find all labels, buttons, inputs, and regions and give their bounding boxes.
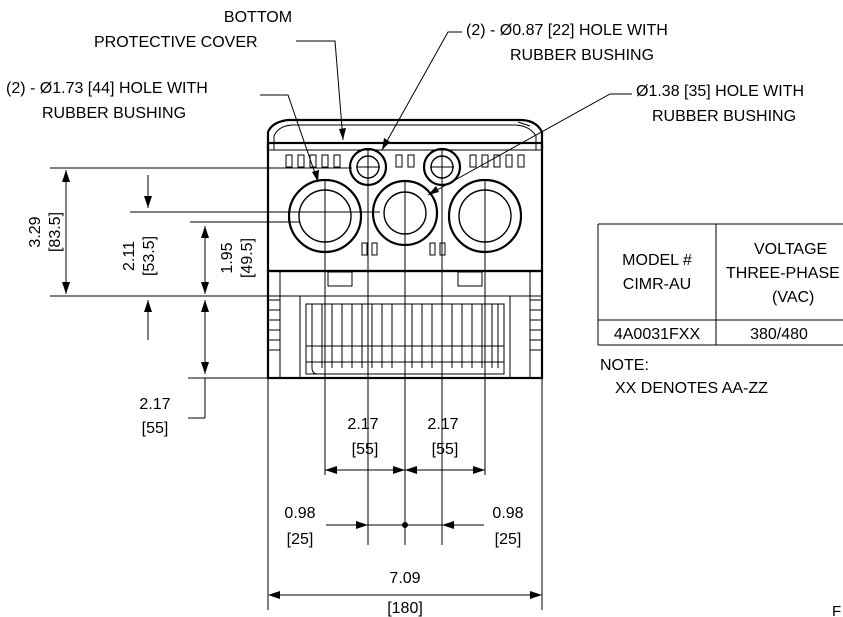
dim-217a-in: 2.17 bbox=[347, 416, 378, 433]
vent-slots bbox=[285, 154, 525, 256]
callout-hole35-line2: RUBBER BUSHING bbox=[652, 108, 796, 125]
table-header-voltage-line2: THREE-PHASE bbox=[726, 265, 840, 282]
dim-709-in: 7.09 bbox=[389, 570, 420, 587]
dimension-labels: 3.29 [83.5] 2.11 [53.5] 1.95 [49.5] 2.17… bbox=[27, 212, 524, 617]
dim-709-mm: [180] bbox=[387, 600, 423, 617]
dim-217-vert-in: 2.17 bbox=[139, 396, 170, 413]
callouts: BOTTOM PROTECTIVE COVER (2) - Ø0.87 [22]… bbox=[6, 9, 804, 125]
note: NOTE: XX DENOTES AA-ZZ bbox=[600, 357, 768, 397]
leader-lines bbox=[260, 31, 632, 196]
dim-217a-mm: [55] bbox=[352, 441, 379, 458]
left-dimension-lines bbox=[50, 167, 380, 419]
note-text: XX DENOTES AA-ZZ bbox=[615, 380, 768, 397]
bottom-dimension-lines bbox=[267, 378, 543, 610]
model-table: MODEL # CIMR-AU VOLTAGE THREE-PHASE (VAC… bbox=[597, 223, 843, 346]
dim-211-mm: [53.5] bbox=[141, 236, 158, 276]
callout-hole35-line1: Ø1.38 [35] HOLE WITH bbox=[636, 83, 804, 100]
callout-hole22-line2: RUBBER BUSHING bbox=[510, 47, 654, 64]
dim-195-mm: [49.5] bbox=[239, 238, 256, 278]
dim-098a-mm: [25] bbox=[287, 531, 314, 548]
callout-hole22-line1: (2) - Ø0.87 [22] HOLE WITH bbox=[466, 22, 668, 39]
dim-098b-mm: [25] bbox=[495, 531, 522, 548]
corner-fragment: F bbox=[832, 603, 841, 617]
table-header-model-line2: CIMR-AU bbox=[623, 276, 691, 293]
dim-329-mm: [83.5] bbox=[47, 212, 64, 252]
table-header-voltage-line3: (VAC) bbox=[772, 289, 814, 306]
table-row-model: 4A0031FXX bbox=[614, 326, 701, 343]
callout-hole44-line1: (2) - Ø1.73 [44] HOLE WITH bbox=[6, 80, 208, 97]
table-row-voltage: 380/480 bbox=[750, 326, 808, 343]
bottom-arrowheads bbox=[268, 466, 542, 599]
dim-211-in: 2.11 bbox=[121, 241, 138, 271]
dim-098a-in: 0.98 bbox=[284, 505, 315, 522]
dim-329-in: 3.29 bbox=[27, 216, 44, 247]
table-header-model-line1: MODEL # bbox=[622, 252, 692, 269]
dim-195-in: 1.95 bbox=[219, 242, 236, 273]
dim-217b-mm: [55] bbox=[432, 441, 459, 458]
dim-217b-in: 2.17 bbox=[427, 416, 458, 433]
callout-hole44-line2: RUBBER BUSHING bbox=[42, 105, 186, 122]
holes bbox=[287, 147, 523, 545]
dim-098b-in: 0.98 bbox=[492, 505, 523, 522]
table-header-voltage-line1: VOLTAGE bbox=[754, 241, 827, 258]
callout-bottom-cover-line1: BOTTOM bbox=[224, 9, 292, 26]
dim-217-vert-mm: [55] bbox=[142, 420, 169, 437]
callout-bottom-cover-line2: PROTECTIVE COVER bbox=[94, 34, 258, 51]
note-title: NOTE: bbox=[600, 357, 649, 374]
left-arrowheads bbox=[62, 170, 209, 374]
